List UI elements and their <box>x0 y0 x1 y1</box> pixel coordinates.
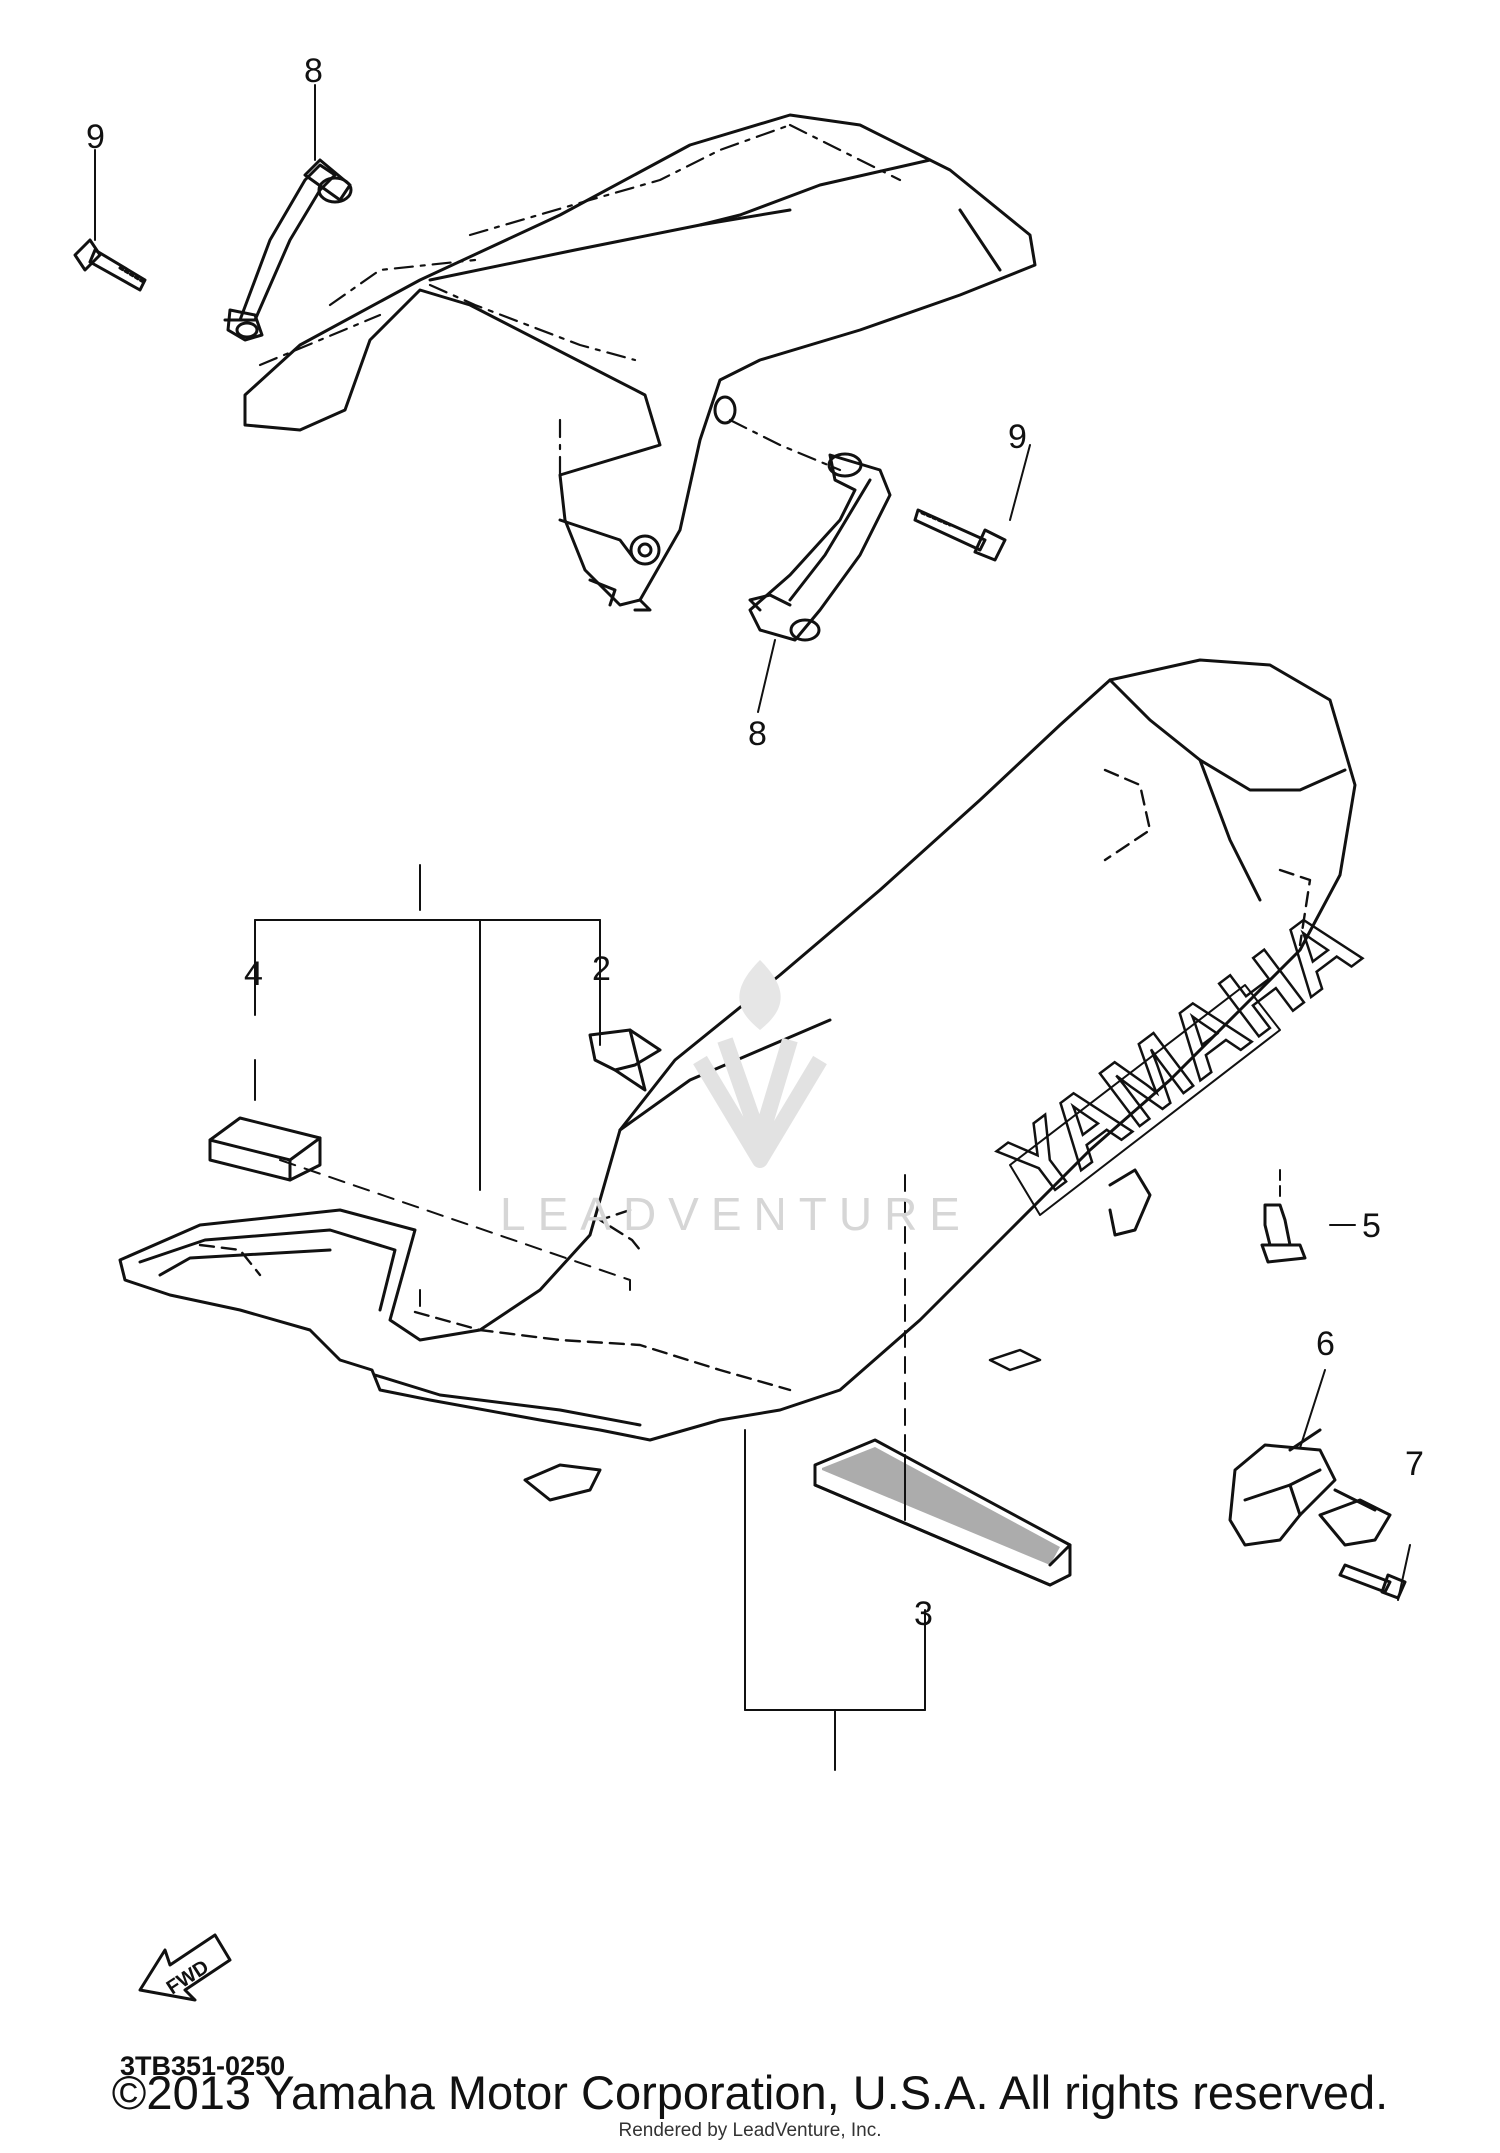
sponge-3 <box>813 1438 1072 1587</box>
seat-hidden-outline <box>198 768 1312 1392</box>
callout-8-top: 8 <box>304 52 323 90</box>
copyright-notice: ©2013 Yamaha Motor Corporation, U.S.A. A… <box>111 2066 1389 2119</box>
seat-logo: YAMAHA <box>983 888 1377 1222</box>
callout-6: 6 <box>1316 1325 1335 1363</box>
sponge-3-texture <box>822 1447 1060 1565</box>
watermark-text: LEADVENTURE <box>500 1188 972 1240</box>
bolt-right <box>913 508 1007 562</box>
watermark: LEADVENTURE <box>500 960 972 1240</box>
seat-hook <box>523 1463 602 1502</box>
callout-4: 4 <box>244 955 263 993</box>
phantom-assembly-lines <box>279 1159 906 1461</box>
callout-7: 7 <box>1405 1445 1424 1483</box>
sponge-4 <box>208 1116 322 1182</box>
callout-9-left: 9 <box>86 118 105 156</box>
screw-7 <box>1338 1563 1407 1600</box>
callout-3: 3 <box>914 1595 933 1633</box>
seat-cowl <box>243 113 1037 612</box>
grab-bar-left <box>223 158 353 342</box>
seat-lock-6 <box>1228 1428 1392 1547</box>
phantom-lines <box>258 123 902 477</box>
bolt-left <box>73 238 147 292</box>
rendered-by-credit: Rendered by LeadVenture, Inc. <box>618 2120 882 2141</box>
sponge-2 <box>588 1028 662 1092</box>
callout-8-bottom: 8 <box>748 715 767 753</box>
fwd-arrow-icon <box>138 1933 232 2002</box>
leader-lines <box>94 84 1411 1771</box>
screw-5 <box>1260 1169 1307 1264</box>
diagram-code: 3TB351-0250 <box>120 2051 285 2081</box>
grab-bar-right <box>748 452 892 642</box>
callout-9-right: 9 <box>1008 418 1027 456</box>
callout-5: 5 <box>1362 1207 1381 1245</box>
seat-logo-block <box>1009 984 1281 1216</box>
main-seat <box>118 658 1357 1442</box>
callout-2: 2 <box>592 950 611 988</box>
